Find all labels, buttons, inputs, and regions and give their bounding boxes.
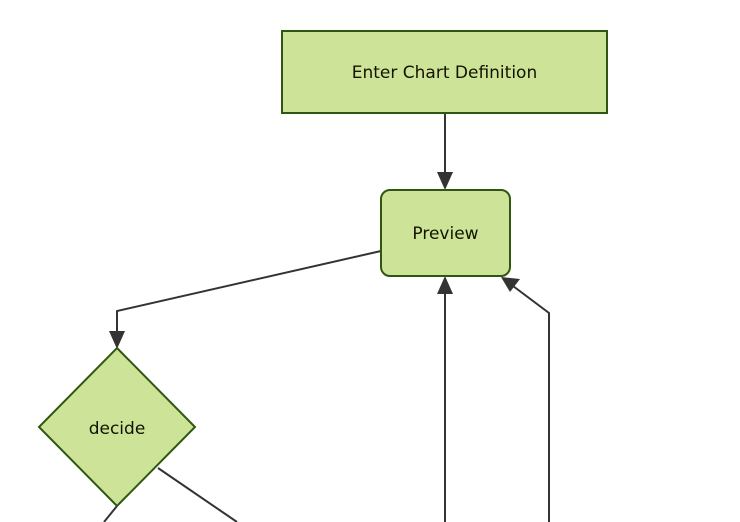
edge-layer <box>103 113 550 522</box>
node-rect <box>380 189 511 277</box>
edge-line <box>116 250 382 335</box>
edge-preview-to-decide[interactable] <box>109 250 382 349</box>
arrowhead-icon <box>437 172 453 190</box>
arrowhead-icon <box>437 276 453 294</box>
node-preview[interactable]: Preview <box>380 189 511 277</box>
edge-line <box>103 505 118 522</box>
edge-enter-to-preview[interactable] <box>437 113 453 190</box>
arrowhead-icon <box>501 277 520 292</box>
edge-decide-down-right[interactable] <box>157 467 238 522</box>
edge-offscreen-right-to-preview[interactable] <box>501 277 550 522</box>
node-diamond <box>37 346 197 508</box>
arrowhead-icon <box>109 331 125 349</box>
edge-decide-down-left[interactable] <box>103 505 118 522</box>
node-enter-chart-definition[interactable]: Enter Chart Definition <box>281 30 608 114</box>
edge-line <box>157 467 238 522</box>
edge-line <box>512 285 550 522</box>
node-rect <box>281 30 608 114</box>
edge-offscreen-center-to-preview[interactable] <box>437 276 453 522</box>
